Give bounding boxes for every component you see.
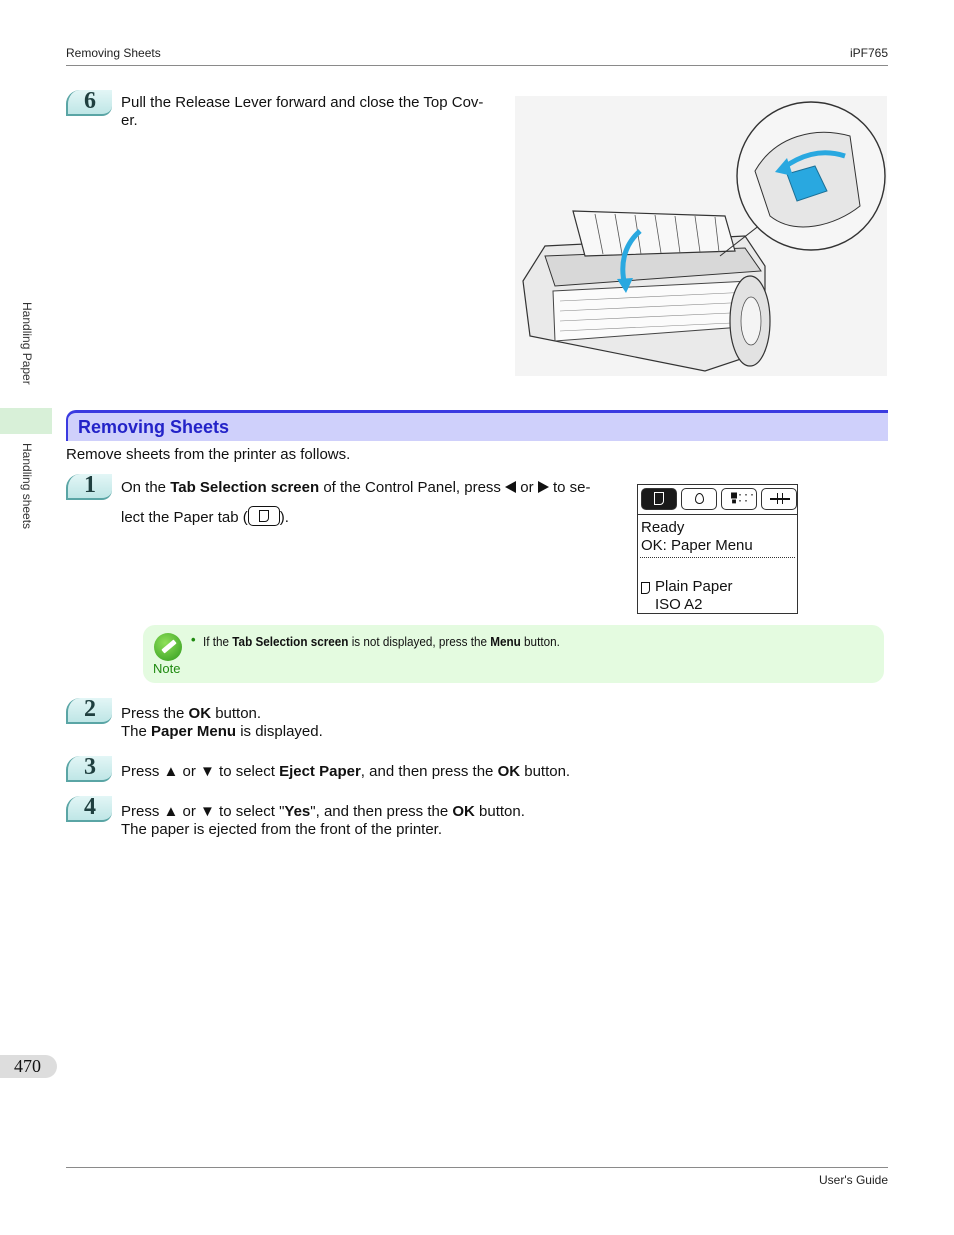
text-run: If the — [203, 634, 233, 649]
text-run: The — [121, 723, 152, 740]
text-run: is not displayed, press the — [348, 634, 491, 649]
printer-illustration — [515, 96, 887, 376]
step-number: 1 — [84, 472, 96, 498]
side-tab-highlight — [0, 408, 52, 434]
right-arrow-icon — [537, 481, 549, 493]
page-number-badge: 470 — [0, 1055, 57, 1078]
text-run: of the Control Panel, press — [319, 479, 506, 496]
text-bold: Paper Menu — [151, 723, 237, 740]
header-model-name: iPF765 — [849, 46, 888, 60]
text-bold: Tab Selection screen — [232, 634, 349, 649]
text-run: Press ▲ or ▼ to select — [121, 763, 280, 780]
text-run: On the — [121, 479, 171, 496]
note-label: Note — [153, 661, 181, 676]
text-run: or — [516, 479, 538, 496]
settings-icon-detail — [777, 493, 783, 504]
step-badge-4: 4 — [66, 794, 112, 822]
step2-text: Press the OK button. The Paper Menu is d… — [121, 705, 323, 741]
note-bullet: • — [191, 632, 196, 647]
step-badge-3: 3 — [66, 754, 112, 782]
header-rule — [66, 65, 888, 66]
text-run: , and then press the — [360, 763, 498, 780]
settings-icon — [770, 498, 790, 500]
step-badge-6: 6 — [66, 88, 112, 116]
lcd-line-ok: OK: Paper Menu — [641, 537, 753, 554]
text-bold: OK — [188, 705, 212, 722]
text-bold: Menu — [490, 634, 521, 649]
step-number: 2 — [84, 696, 96, 722]
text-run: is displayed. — [236, 723, 323, 740]
step1-line2: lect the Paper tab (). — [121, 506, 289, 527]
lcd-job-tab: ■···▪·· — [721, 488, 757, 510]
lcd-line-media: Plain Paper — [655, 578, 733, 595]
text-run: button. — [474, 803, 525, 820]
footer-rule — [66, 1167, 888, 1168]
section-intro: Remove sheets from the printer as follow… — [66, 446, 351, 463]
text-bold: OK — [452, 803, 475, 820]
step6-line2: er. — [121, 112, 138, 129]
lcd-dotted-divider — [640, 557, 795, 558]
step1-text: On the Tab Selection screen of the Contr… — [121, 479, 631, 497]
lcd-display: ■···▪·· Ready OK: Paper Menu Plain Paper… — [637, 484, 798, 614]
ink-drop-icon — [695, 493, 704, 504]
step-number: 6 — [84, 88, 96, 114]
text-run: button. — [211, 705, 262, 722]
lcd-divider — [638, 514, 797, 515]
step3-text: Press ▲ or ▼ to select Eject Paper, and … — [121, 763, 570, 781]
text-run: button. — [520, 634, 560, 649]
note-text: If the Tab Selection screen is not displ… — [203, 634, 560, 649]
paper-tab-icon — [654, 492, 664, 505]
step6-line1: Pull the Release Lever forward and close… — [121, 94, 484, 111]
step-badge-1: 1 — [66, 472, 112, 500]
step4-line2: The paper is ejected from the front of t… — [121, 821, 443, 838]
paper-tab-icon — [247, 506, 280, 526]
section-header: Removing Sheets — [66, 410, 888, 441]
left-arrow-icon — [505, 481, 517, 493]
text-run: lect the Paper tab ( — [121, 509, 248, 526]
text-run: ", and then press the — [310, 803, 453, 820]
lcd-line-size: ISO A2 — [655, 596, 703, 613]
lcd-settings-tab — [761, 488, 797, 510]
lcd-ink-tab — [681, 488, 717, 510]
section-title: Removing Sheets — [78, 417, 230, 437]
text-run: Press ▲ or ▼ to select " — [121, 803, 285, 820]
page-number: 470 — [14, 1056, 41, 1076]
text-bold: Eject Paper — [279, 763, 361, 780]
text-run: to se- — [548, 479, 591, 496]
step6-text: Pull the Release Lever forward and close… — [121, 94, 511, 130]
lcd-line-ready: Ready — [641, 519, 685, 536]
step-number: 4 — [84, 794, 96, 820]
header-section-title: Removing Sheets — [66, 46, 161, 60]
text-run: button. — [520, 763, 571, 780]
side-tab-section: Handling sheets — [20, 443, 34, 530]
text-bold: Tab Selection screen — [170, 479, 320, 496]
step4-text: Press ▲ or ▼ to select "Yes", and then p… — [121, 803, 525, 839]
step-number: 3 — [84, 754, 96, 780]
paper-icon — [641, 582, 650, 594]
side-tab-chapter: Handling Paper — [20, 302, 34, 385]
note-pencil-icon — [154, 633, 182, 661]
note-box: Note • If the Tab Selection screen is no… — [143, 625, 884, 683]
footer-guide-name: User's Guide — [819, 1173, 888, 1187]
job-list-icon: ■···▪·· — [731, 490, 756, 507]
text-bold: OK — [497, 763, 521, 780]
step-badge-2: 2 — [66, 696, 112, 724]
text-bold: Yes — [284, 803, 311, 820]
lcd-paper-tab — [641, 488, 677, 510]
text-run: ). — [279, 509, 289, 526]
text-run: Press the — [121, 705, 189, 722]
